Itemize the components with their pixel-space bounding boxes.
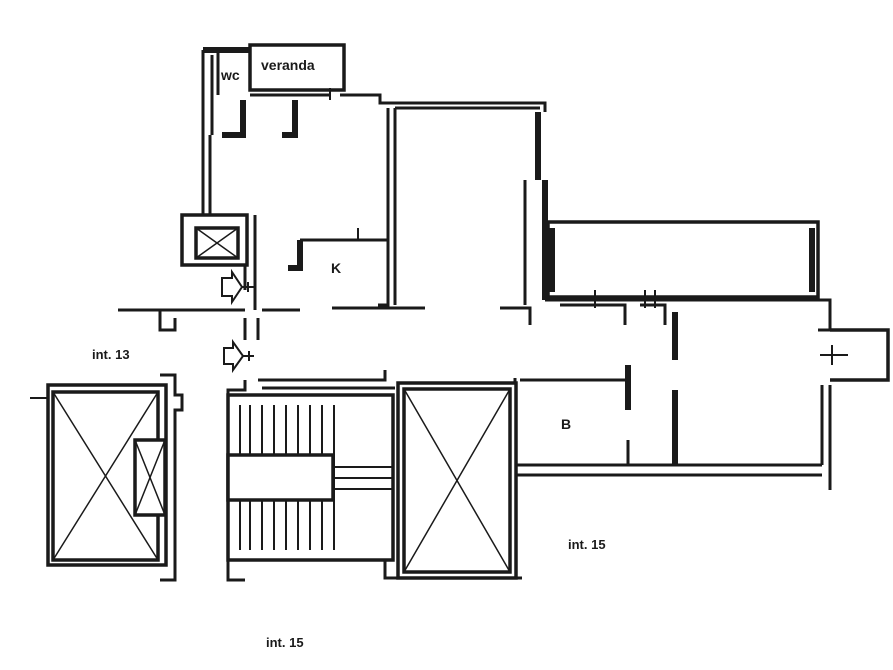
center-shaft <box>396 381 522 580</box>
room-label-b: B <box>561 416 571 432</box>
room-label-veranda: veranda <box>261 57 315 73</box>
unit-label-int15-bottom: int. 15 <box>266 635 304 650</box>
upper-shaft <box>180 213 249 267</box>
entrance-arrow-icon <box>223 338 254 374</box>
unit-label-int13: int. 13 <box>92 347 130 362</box>
entrance-arrow-icon <box>221 268 254 306</box>
staircase <box>226 393 400 582</box>
left-shaft <box>30 373 184 582</box>
veranda-box <box>248 43 346 92</box>
unit-label-int15-right: int. 15 <box>568 537 606 552</box>
stair-landing <box>226 453 335 502</box>
room-label-k: K <box>331 260 341 276</box>
right-wing-walls <box>513 220 890 490</box>
main-apartment-walls <box>118 43 548 340</box>
room-label-wc: wc <box>220 67 240 83</box>
